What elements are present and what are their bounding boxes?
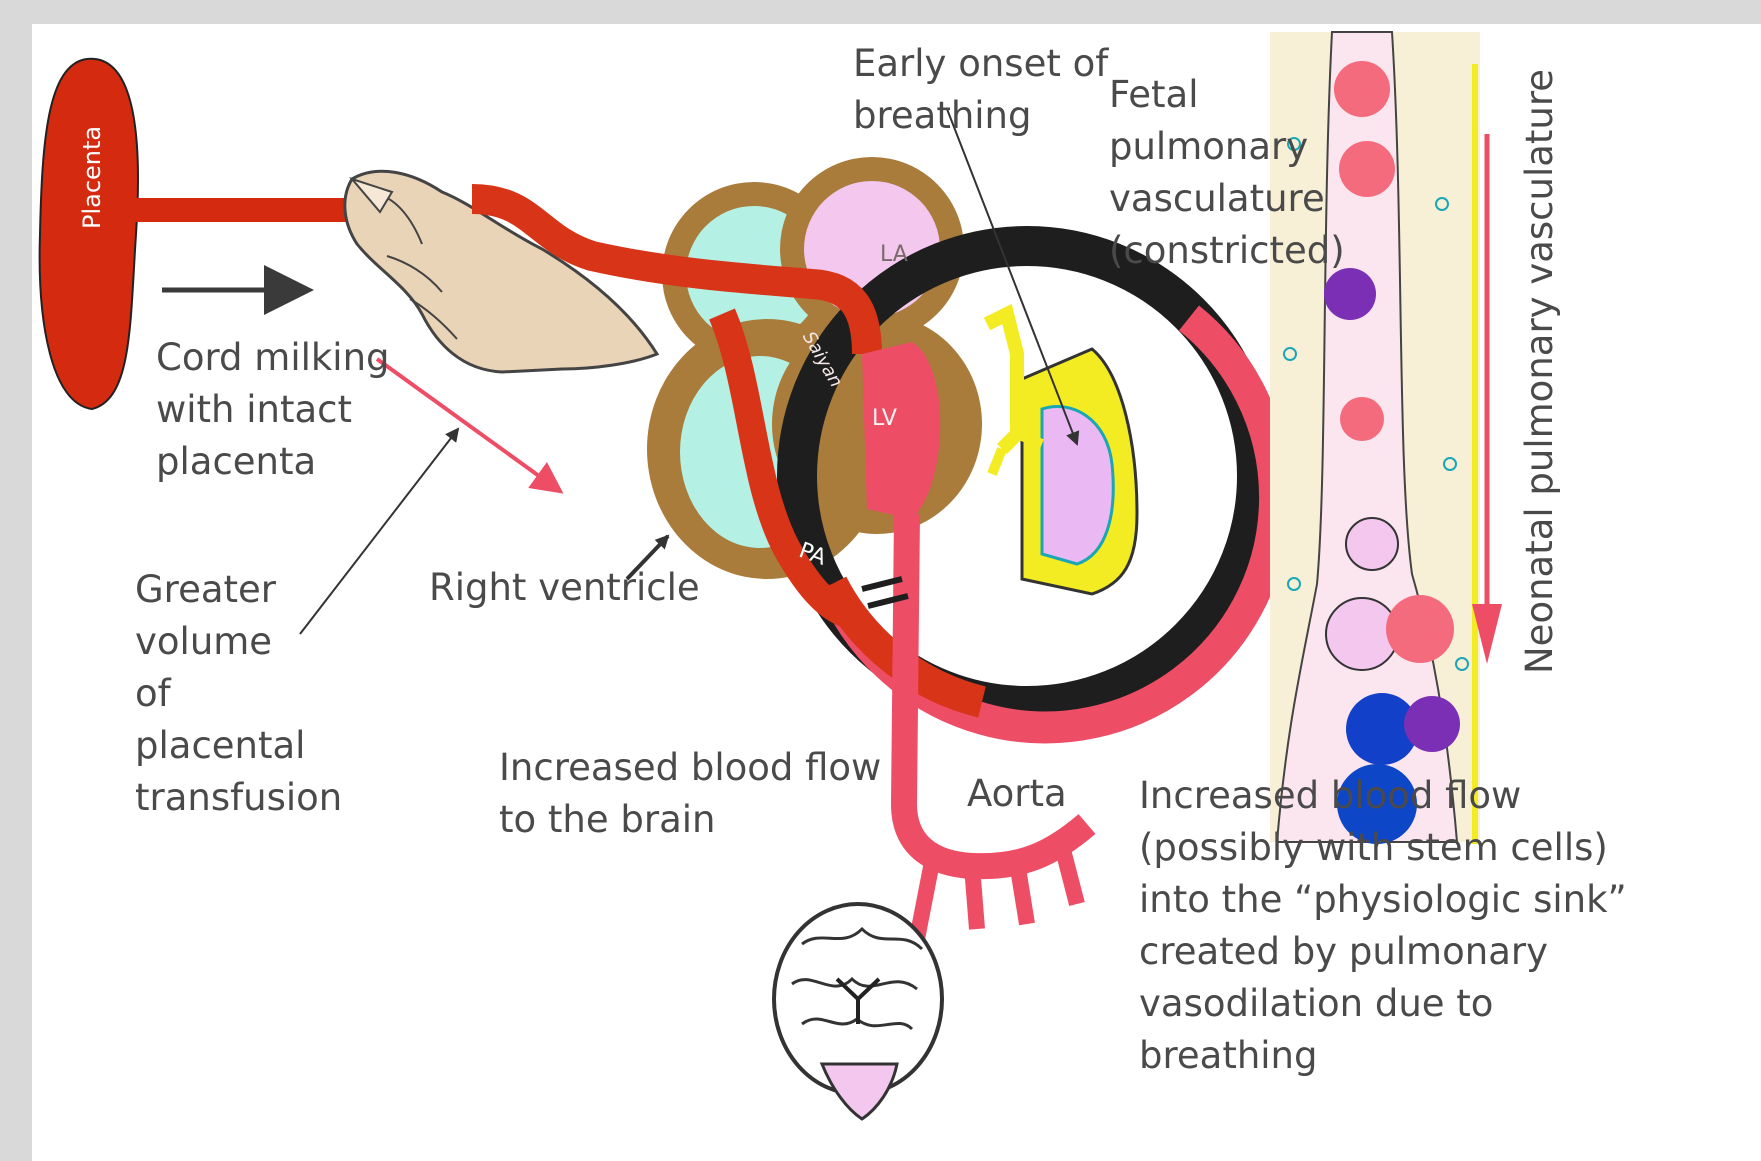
lv-label: LV — [872, 406, 897, 431]
lung — [987, 314, 1137, 594]
flow-arrow-pink — [377, 359, 557, 489]
placenta-shape — [40, 59, 138, 409]
cord-milking-label: Cord milking with intact placenta — [156, 332, 390, 488]
aortic-branch-4 — [1062, 846, 1077, 904]
placenta-label: Placenta — [50, 126, 106, 229]
brain — [774, 904, 942, 1119]
aortic-branch-1 — [917, 862, 932, 939]
fetal-pulmonary-label: Fetal pulmonary vasculature (constricted… — [1109, 69, 1345, 277]
neonatal-vasculature-label: Neonatal pulmonary vasculature — [1514, 69, 1566, 674]
sink-flow-label: Increased blood flow (possibly with stem… — [1139, 770, 1627, 1082]
brain-flow-label: Increased blood flow to the brain — [499, 742, 881, 846]
right-ventricle-label: Right ventricle — [429, 562, 700, 614]
aortic-branch-2 — [972, 866, 977, 929]
early-onset-label: Early onset of breathing — [853, 38, 1108, 142]
greater-volume-label: Greater volume of placental transfusion — [135, 564, 342, 824]
la-label: LA — [880, 242, 908, 267]
aorta-label: Aorta — [967, 768, 1067, 820]
diagram-canvas: Placenta Cord milking with intact placen… — [32, 24, 1761, 1161]
aortic-branch-3 — [1017, 862, 1027, 924]
